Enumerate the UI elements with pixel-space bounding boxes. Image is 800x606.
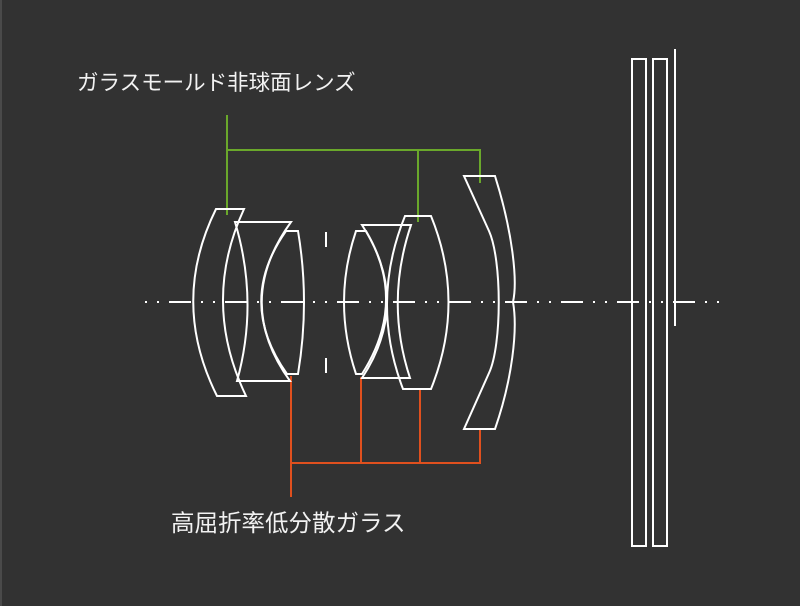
frame-edge (0, 0, 2, 606)
lens-element-6 (386, 215, 450, 390)
aspheric-leader-lines (226, 115, 481, 222)
aspheric-lens-label: ガラスモールド非球面レンズ (77, 71, 356, 96)
lens-element-5 (360, 224, 413, 379)
lens-element-3 (260, 230, 305, 375)
lens-element-1 (192, 208, 248, 397)
lens-element-7 (462, 175, 516, 430)
filter-plate-2 (652, 58, 668, 547)
filter-plate-1 (631, 58, 647, 547)
hr-ld-leader-lines (290, 376, 481, 497)
hr-ld-glass-label: 高屈折率低分散ガラス (171, 509, 406, 537)
